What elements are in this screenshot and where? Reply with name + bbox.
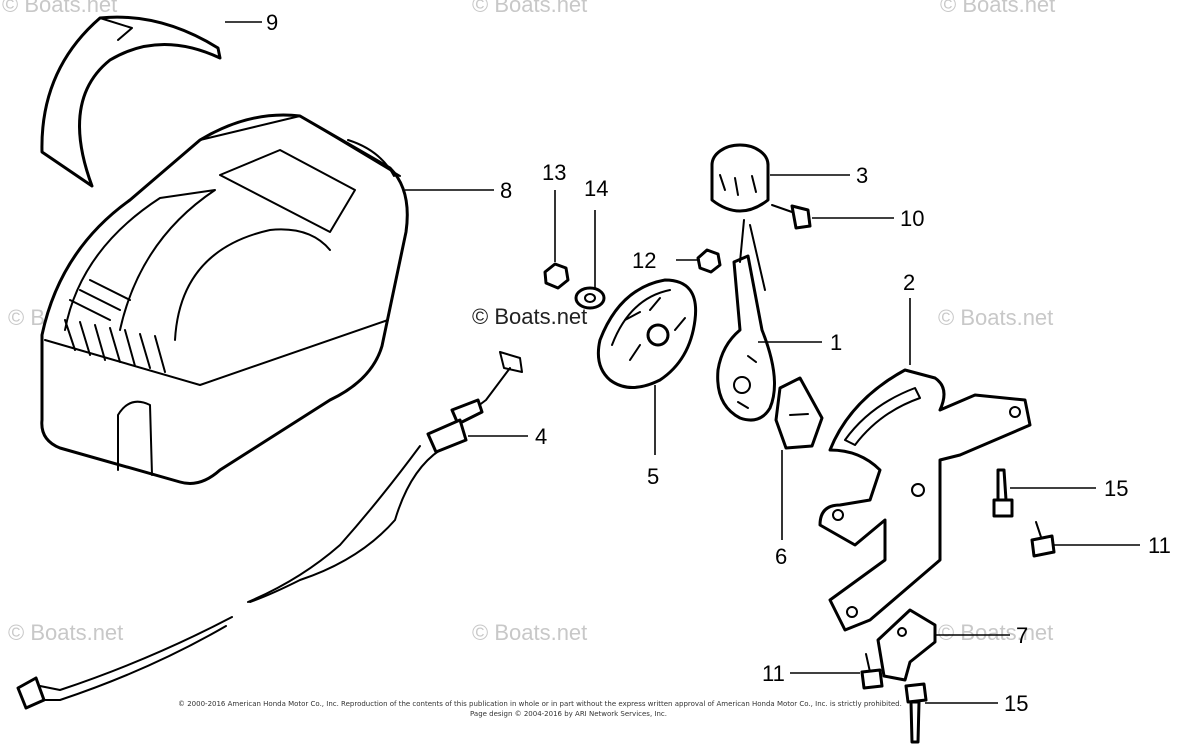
footer-copyright: © 2000-2016 American Honda Motor Co., In… xyxy=(178,700,902,718)
watermark-mid-right: © Boats.net xyxy=(938,305,1053,330)
part-5-plate xyxy=(596,278,698,389)
part-4-throttle-cable xyxy=(16,351,523,710)
part-8-cover xyxy=(40,113,409,485)
leader-lines xyxy=(225,21,1140,704)
watermark-top-left: © Boats.net xyxy=(2,0,117,17)
part-11-screw-upper xyxy=(1030,521,1056,558)
footer-line-2: Page design © 2004-2016 by ARI Network S… xyxy=(470,710,667,718)
part-3-knob xyxy=(710,143,770,213)
callout-7: 7 xyxy=(1016,623,1028,648)
watermark-bottom-right: © Boats.net xyxy=(938,620,1053,645)
part-10-screw xyxy=(771,204,812,230)
callout-11-upper: 11 xyxy=(1148,533,1171,558)
callout-5: 5 xyxy=(647,464,659,489)
callout-13: 13 xyxy=(542,160,566,185)
callout-6: 6 xyxy=(775,544,787,569)
part-9-label-sheet xyxy=(40,15,222,188)
part-7-small-bracket xyxy=(876,608,937,682)
callout-1: 1 xyxy=(830,330,842,355)
part-15-bolt-lower xyxy=(904,682,928,744)
callout-9: 9 xyxy=(266,10,278,35)
callout-3: 3 xyxy=(856,163,868,188)
watermark-bottom-left: © Boats.net xyxy=(8,620,123,645)
part-6-clip xyxy=(774,376,824,450)
watermark-top-center: © Boats.net xyxy=(472,0,587,17)
callout-11-lower: 11 xyxy=(762,661,785,686)
callout-4: 4 xyxy=(535,424,547,449)
callout-15-upper: 15 xyxy=(1104,476,1128,501)
part-1-lever xyxy=(716,219,776,422)
watermark-group: © Boats.net © Boats.net © Boats.net © Bo… xyxy=(2,0,1055,645)
callout-15-lower: 15 xyxy=(1004,691,1028,716)
callout-8: 8 xyxy=(500,178,512,203)
part-12-nut xyxy=(696,248,722,274)
callout-12: 12 xyxy=(632,248,656,273)
callout-10: 10 xyxy=(900,206,924,231)
watermark-bottom-center: © Boats.net xyxy=(472,620,587,645)
part-14-washer xyxy=(574,286,606,310)
footer-line-1: © 2000-2016 American Honda Motor Co., In… xyxy=(178,700,902,708)
part-2-bracket xyxy=(818,368,1032,632)
callout-2: 2 xyxy=(903,270,915,295)
watermark-center: © Boats.net xyxy=(472,304,587,329)
callout-14: 14 xyxy=(584,176,608,201)
part-15-bolt-upper xyxy=(992,468,1014,518)
callout-numbers: 9 8 3 10 12 13 14 1 2 4 5 6 15 11 7 11 1… xyxy=(266,10,1171,716)
part-13-nut xyxy=(543,262,570,290)
part-11-screw-lower xyxy=(860,653,884,690)
watermark-top-right: © Boats.net xyxy=(940,0,1055,17)
